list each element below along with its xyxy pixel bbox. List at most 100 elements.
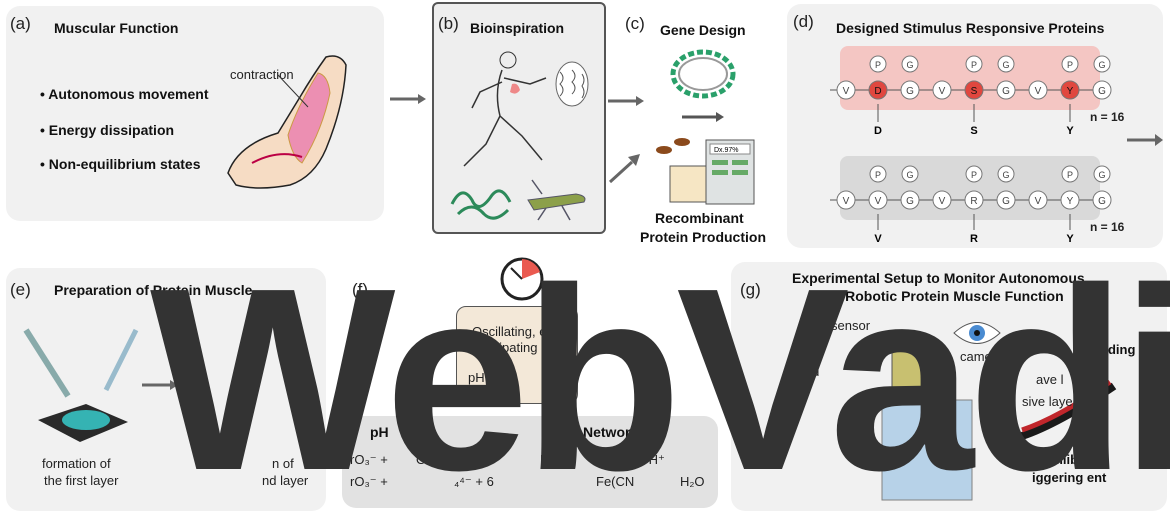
panel-d-title: Designed Stimulus Responsive Proteins: [836, 20, 1105, 36]
row1-top-residue-label-3: P: [971, 60, 977, 70]
row1-residue-label-7: Y: [1067, 86, 1074, 97]
row2-top-residue-3: [965, 165, 983, 183]
grasshopper-illustration: [450, 179, 586, 221]
row1-top-residue-3: [965, 55, 983, 73]
panel-label-b: (b): [438, 14, 459, 33]
row1-top-residue-0: [869, 55, 887, 73]
row2-residue-3: [932, 190, 952, 210]
row2-top-residue-label-4: G: [1002, 170, 1009, 180]
row1-top-residue-label-0: P: [875, 60, 881, 70]
row1-residue-label-2: G: [906, 86, 914, 97]
row1-top-residue-1: [901, 55, 919, 73]
row2-residue-label-6: V: [1035, 196, 1042, 207]
g-ne1: on-equilib tate: [1016, 452, 1105, 467]
panel-f-network: [342, 416, 718, 508]
gene-design-title: Gene Design: [660, 22, 746, 38]
contraction-label: contraction: [230, 67, 294, 82]
row1-residue-0: [836, 80, 856, 100]
panel-label-d: (d): [793, 12, 814, 31]
eq2-suffix: H₂O: [680, 474, 705, 489]
row2-residue-5: [996, 190, 1016, 210]
row1-top-residue-label-4: G: [1002, 60, 1009, 70]
arrow-a-b: [390, 94, 426, 104]
eq2-mid: ₄⁴⁻ + 6: [454, 474, 494, 489]
row1-top-residue-7: [1093, 55, 1111, 73]
network-title-left: pH: [370, 424, 389, 440]
arrow-c-inner: [682, 112, 724, 122]
panel-g-title-1: Experimental Setup to Monitor Autonomous: [792, 270, 1085, 286]
row1-residue-label-1: D: [874, 86, 881, 97]
row2-residue-label-7: Y: [1067, 196, 1074, 207]
row1-top-residue-label-7: G: [1098, 60, 1105, 70]
timer-icon: [500, 257, 544, 301]
row2-residue-label-2: G: [906, 196, 914, 207]
row1-top-residue-label-1: G: [906, 60, 913, 70]
panel-label-g: (g): [740, 280, 761, 299]
row1-residue-5: [996, 80, 1016, 100]
g-layer2: sive layer: [1022, 394, 1077, 409]
row1-residue-8: [1092, 80, 1112, 100]
panel-g-title-2: Soft Robotic Protein Muscle Function: [814, 288, 1064, 304]
panel-label-e: (e): [10, 280, 31, 299]
watermark: WebVadi: [150, 235, 1170, 525]
g-bending: a bending: [1074, 342, 1136, 357]
row2-mark-2: Y: [1066, 233, 1074, 244]
row1-residue-label-3: V: [939, 86, 946, 97]
row1-mark-1: S: [970, 125, 977, 137]
arm-illustration: [227, 55, 347, 189]
bioreactor-illustration: Dx.97%: [656, 138, 755, 205]
row1-residue-7: [1060, 80, 1080, 100]
panel-b-title: Bioinspiration: [470, 20, 565, 36]
reaction-box-line2: dissipating react: [476, 340, 570, 355]
panel-e: [6, 268, 326, 511]
e-caption1-line2: the first layer: [44, 473, 119, 488]
e-caption1-line1: formation of: [42, 456, 111, 471]
row2-residue-label-1: V: [875, 196, 882, 207]
row1-residue-label-0: V: [843, 86, 850, 97]
row2-residue-label-8: G: [1098, 196, 1106, 207]
g-ne2: iggering ent: [1032, 470, 1107, 485]
panel-e-title: Preparation of Protein Muscle: [54, 282, 253, 298]
arrow-e: [142, 380, 178, 390]
reaction-box-ph: pH: [468, 370, 485, 385]
row2-top-residue-label-7: G: [1098, 170, 1105, 180]
row2-residue-8: [1092, 190, 1112, 210]
row1-residue-label-6: V: [1035, 86, 1042, 97]
row1-mark-0: D: [874, 125, 882, 137]
row2-top-residue-7: [1093, 165, 1111, 183]
recombinant-line2: Protein Production: [640, 229, 766, 245]
row2-top-residue-label-6: P: [1067, 170, 1073, 180]
reaction-box-line1: Oscillating, ener: [472, 324, 566, 339]
bullet-3: • Non-equilibrium states: [40, 156, 201, 172]
g-layer1: ave l: [1036, 372, 1064, 387]
bullet-1: • Autonomous movement: [40, 86, 209, 102]
row2-mark-0: V: [874, 233, 882, 244]
beaker-illustration: [881, 339, 973, 501]
g-ph-sensor: H sensor: [818, 318, 871, 333]
eq1-mid: O₃− + H⁺: [416, 452, 471, 467]
row1-residue-1: [868, 80, 888, 100]
row1-residue-label-4: S: [971, 86, 978, 97]
row1-residue-6: [1028, 80, 1048, 100]
row1-residue-4: [964, 80, 984, 100]
row2-residue-label-4: R: [970, 196, 977, 207]
panel-a-title: Muscular Function: [54, 20, 179, 36]
panel-label-c: (c): [625, 14, 645, 33]
eq2-left: rO₃⁻ +: [350, 474, 388, 489]
eye-camera-icon: [953, 322, 1001, 344]
reactor-display: Dx.97%: [714, 147, 739, 154]
row1-residue-3: [932, 80, 952, 100]
dna-ring-icon: [670, 49, 736, 99]
bending-strip-illustration: [1020, 380, 1117, 440]
syringe-illustration: [23, 328, 139, 442]
row2-top-residue-label-0: P: [875, 170, 881, 180]
row2-top-residue-4: [997, 165, 1015, 183]
row2-residue-label-3: V: [939, 196, 946, 207]
panel-label-f: (f): [352, 280, 369, 299]
eq1-suffix: O₄²⁻+ 4 H⁺: [600, 452, 665, 467]
d-row2-n: n = 16: [1090, 220, 1125, 234]
row2-top-residue-0: [869, 165, 887, 183]
e-caption2-line2: nd layer: [262, 473, 309, 488]
row1-residue-label-5: G: [1002, 86, 1010, 97]
